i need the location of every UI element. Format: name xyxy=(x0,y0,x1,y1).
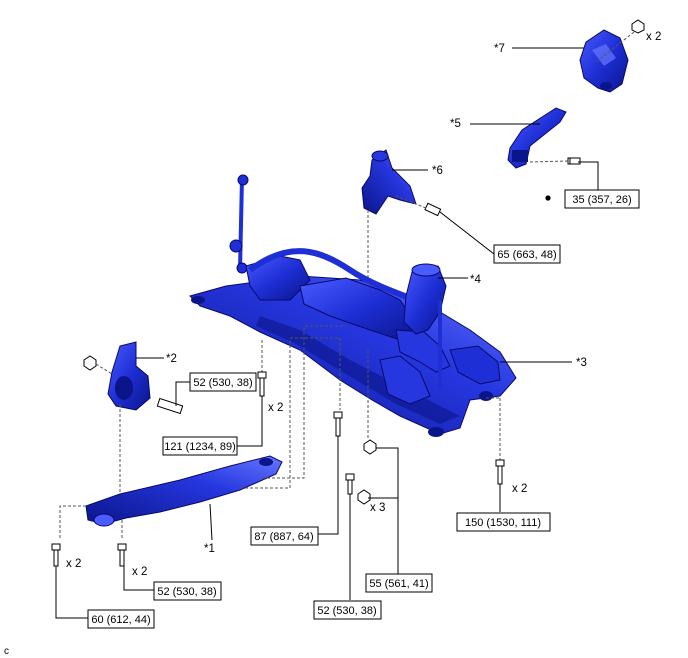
torque-52-bottom-label: 52 (530, 38) xyxy=(157,586,216,598)
part-6-bracket xyxy=(361,149,417,215)
torque-box-55: 55 (561, 41) xyxy=(365,573,433,593)
torque-box-65: 65 (663, 48) xyxy=(493,244,561,264)
multiplier-150: x 2 xyxy=(512,483,527,495)
bolt-60-icon xyxy=(51,543,61,567)
multiplier-55: x 3 xyxy=(370,502,385,514)
part-1-crossmember xyxy=(85,455,283,527)
torque-box-150: 150 (1530, 111) xyxy=(456,512,551,532)
multiplier-60: x 2 xyxy=(66,558,81,570)
torque-121-label: 121 (1234, 89) xyxy=(164,441,236,453)
bolt-52-bottom-icon xyxy=(117,543,127,567)
bolt-121-icon xyxy=(257,371,267,397)
stabilizer-link xyxy=(229,174,311,301)
bolt-52-lower-icon xyxy=(345,473,355,495)
part-6-bolt-icon xyxy=(424,202,442,217)
multiplier-52-lower: x 2 xyxy=(132,566,147,578)
torque-box-35: 35 (357, 26) xyxy=(564,189,640,209)
part-7-bracket xyxy=(579,29,629,93)
part-2-bolt-icon xyxy=(156,397,184,415)
bullet-dot xyxy=(545,195,551,201)
torque-65-label: 65 (663, 48) xyxy=(497,249,556,261)
torque-box-87: 87 (887, 64) xyxy=(250,526,319,546)
part-2-mount xyxy=(107,341,151,411)
multiplier-121: x 2 xyxy=(268,402,283,414)
torque-60-label: 60 (612, 44) xyxy=(91,614,150,626)
part-5-rod xyxy=(507,107,567,169)
torque-box-60: 60 (612, 44) xyxy=(87,609,155,629)
torque-150-label: 150 (1530, 111) xyxy=(465,517,541,529)
torque-55-label: 55 (561, 41) xyxy=(369,578,428,590)
torque-box-52-bottom: 52 (530, 38) xyxy=(153,581,222,601)
callout-4: *4 xyxy=(470,274,481,286)
torque-box-52-lower: 52 (530, 38) xyxy=(313,600,382,620)
torque-52-upper-label: 52 (530, 38) xyxy=(193,377,252,389)
callout-5: *5 xyxy=(450,118,461,130)
multiplier-top-right: x 2 xyxy=(646,31,661,43)
callout-6: *6 xyxy=(432,165,443,177)
bolt-55-icon xyxy=(363,439,377,455)
callout-2: *2 xyxy=(166,353,177,365)
part-2-nut-icon xyxy=(83,355,97,371)
bolt-150-icon xyxy=(495,459,505,485)
torque-87-label: 87 (887, 64) xyxy=(254,531,313,543)
steering-gear xyxy=(299,277,451,373)
corner-mark: c xyxy=(4,646,9,657)
callout-1: *1 xyxy=(204,543,215,555)
part-7-nut-icon xyxy=(631,19,645,34)
part-5-bolt-icon xyxy=(567,157,581,165)
callout-3: *3 xyxy=(576,357,587,369)
nut-55-icon xyxy=(357,489,371,505)
bolt-87-icon xyxy=(333,411,343,437)
torque-35-label: 35 (357, 26) xyxy=(572,194,631,206)
torque-52-lower-label: 52 (530, 38) xyxy=(317,605,376,617)
torque-box-52-upper: 52 (530, 38) xyxy=(189,372,257,392)
part-4-boot xyxy=(403,263,447,390)
callout-7: *7 xyxy=(494,43,505,55)
torque-box-121: 121 (1234, 89) xyxy=(162,436,238,456)
subframe-lower-brackets xyxy=(379,345,501,405)
